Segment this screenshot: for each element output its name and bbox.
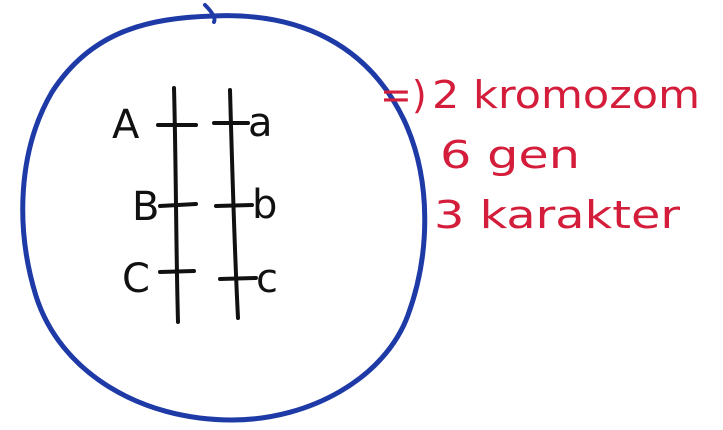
allele-label-a: a: [248, 100, 273, 146]
note-gene-count: 6 gen: [440, 133, 580, 177]
allele-label-C: C: [122, 256, 150, 302]
gene-locus-B: [158, 202, 198, 208]
cell-outline: [20, 13, 428, 423]
allele-label-b: b: [252, 182, 277, 228]
note-arrow: =): [380, 73, 427, 117]
note-chromosome-count: 2 kromozom: [432, 73, 700, 117]
chromosome-right-strand: [228, 88, 240, 320]
gene-locus-C: [158, 269, 196, 274]
allele-label-A: A: [112, 102, 140, 148]
allele-label-c: c: [256, 256, 278, 302]
gene-locus-b: [214, 203, 254, 208]
chromosome-left: [156, 86, 198, 324]
cell-outline-tick: [203, 3, 217, 24]
gene-locus-c: [218, 276, 258, 281]
chromosome-right: [212, 88, 258, 320]
note-trait-count: 3 karakter: [434, 193, 680, 237]
allele-label-B: B: [132, 184, 159, 230]
